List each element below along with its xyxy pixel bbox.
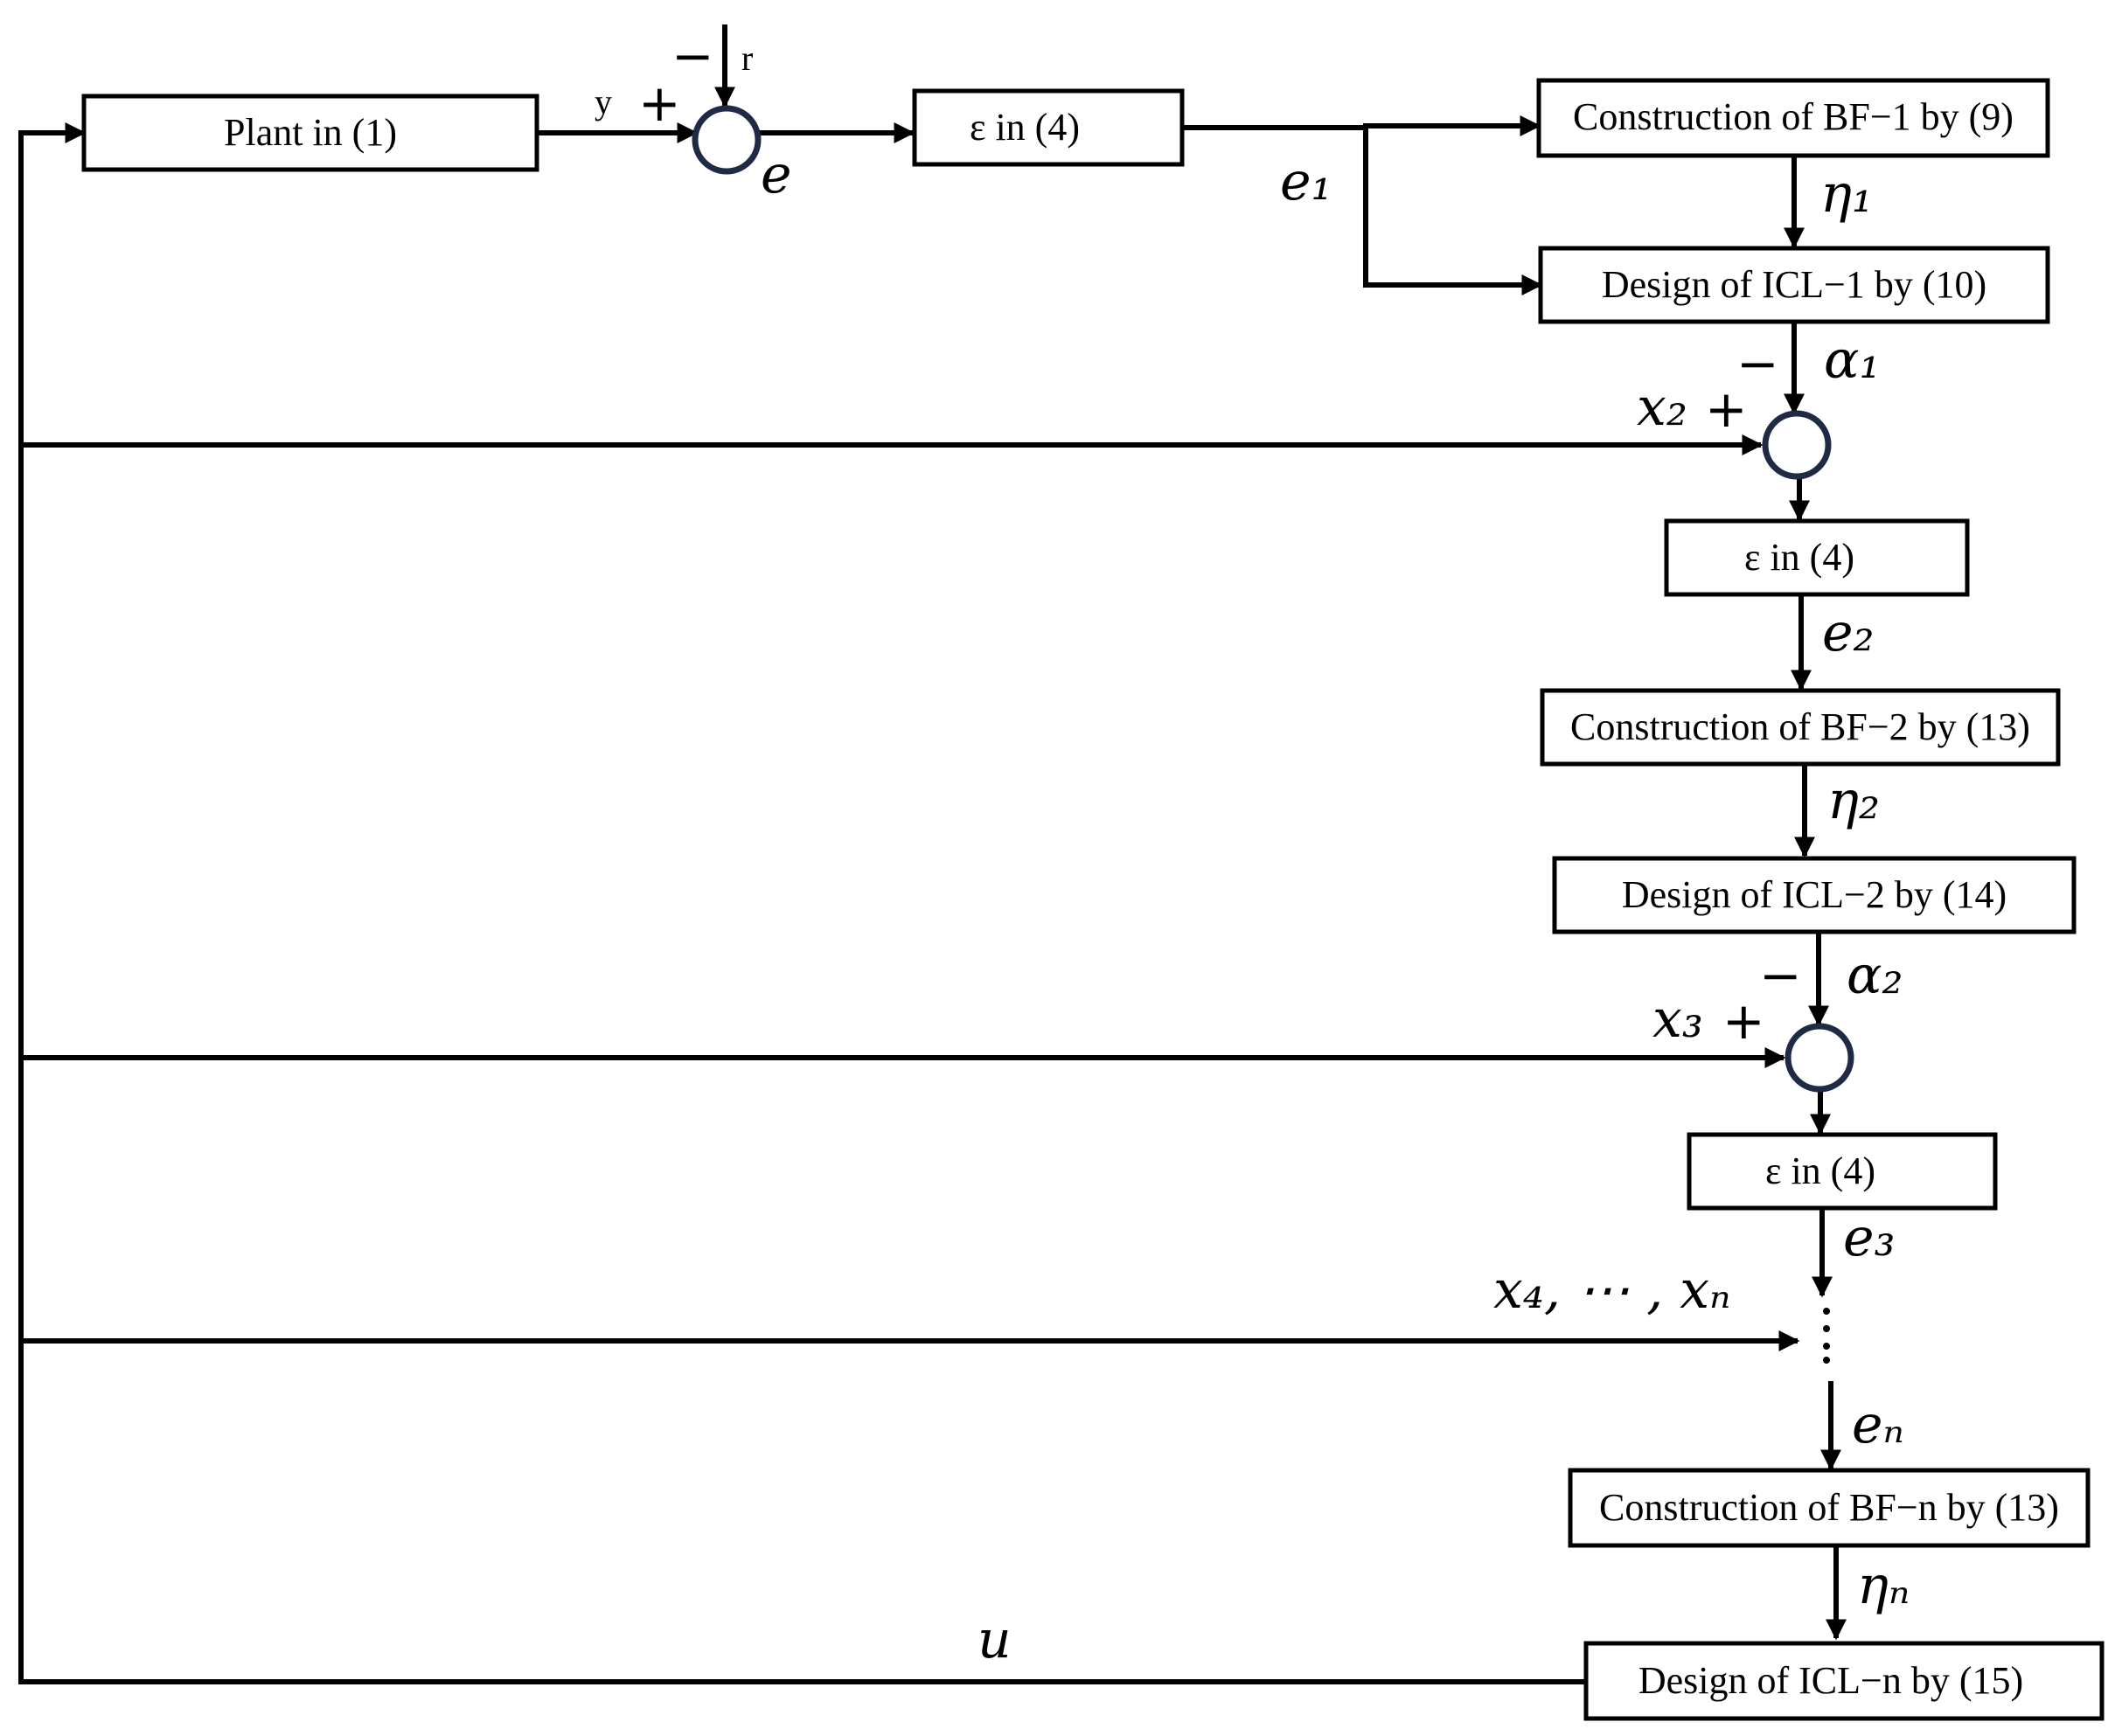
icl1-label: Design of ICL−1 by (10): [1602, 263, 1986, 306]
plant-block: Plant in (1): [81, 94, 539, 172]
label-e: e: [761, 144, 792, 205]
epsilon-block-1-label: ε in (4): [970, 106, 1080, 149]
sign-minus-alpha1: −: [1736, 334, 1779, 393]
ellipsis-dots: [1823, 1308, 1830, 1364]
plant-label: Plant in (1): [224, 111, 397, 154]
epsilon-block-3-label: ε in (4): [1765, 1149, 1875, 1192]
epsilon-block-1: ε in (4): [912, 88, 1185, 167]
icl2-label: Design of ICL−2 by (14): [1622, 873, 2007, 916]
label-e1: e₁: [1280, 151, 1332, 212]
arrow-e1-icl1: [1363, 126, 1543, 295]
sign-minus-r: −: [671, 26, 714, 86]
label-y: y: [595, 82, 612, 122]
label-x4-xn: x₄, ⋯ , xₙ: [1493, 1260, 1730, 1321]
icln-label: Design of ICL−n by (15): [1638, 1659, 2023, 1702]
label-eta2: η₂: [1827, 770, 1880, 831]
epsilon-block-2-label: ε in (4): [1744, 536, 1854, 579]
summing-junction-2: [1762, 410, 1832, 480]
summing-junction-3: [1785, 1023, 1854, 1093]
label-e3: e₃: [1843, 1207, 1896, 1268]
label-x3: x₃: [1652, 989, 1703, 1050]
label-x2: x₂: [1637, 377, 1687, 438]
sign-minus-alpha2: −: [1759, 946, 1802, 1005]
sign-plus-y: +: [638, 73, 681, 133]
label-etan: ηₙ: [1857, 1555, 1910, 1616]
label-e2: e₂: [1822, 602, 1875, 663]
sign-plus-x3: +: [1722, 991, 1765, 1051]
bf1-label: Construction of BF−1 by (9): [1573, 95, 2014, 138]
label-en: eₙ: [1852, 1394, 1904, 1455]
bfn-block: Construction of BF−n by (13): [1568, 1468, 2091, 1548]
bfn-label: Construction of BF−n by (13): [1599, 1486, 2059, 1529]
label-alpha2: α₂: [1847, 945, 1903, 1006]
icl2-block: Design of ICL−2 by (14): [1552, 856, 2077, 934]
epsilon-block-2: ε in (4): [1664, 518, 1970, 597]
label-eta1: η₁: [1820, 163, 1873, 225]
sign-plus-x2: +: [1705, 379, 1748, 439]
icln-block: Design of ICL−n by (15): [1583, 1641, 2105, 1721]
bf2-block: Construction of BF−2 by (13): [1540, 688, 2061, 767]
summing-junction-1: [692, 105, 762, 175]
label-r: r: [741, 38, 753, 78]
label-alpha1: α₁: [1824, 330, 1881, 391]
bf2-label: Construction of BF−2 by (13): [1570, 705, 2030, 748]
bf1-block: Construction of BF−1 by (9): [1536, 78, 2050, 158]
icl1-block: Design of ICL−1 by (10): [1538, 246, 2050, 324]
arrow-e1-bf1: [1182, 115, 1541, 136]
epsilon-block-3: ε in (4): [1687, 1132, 1998, 1211]
label-u: u: [977, 1609, 1012, 1670]
